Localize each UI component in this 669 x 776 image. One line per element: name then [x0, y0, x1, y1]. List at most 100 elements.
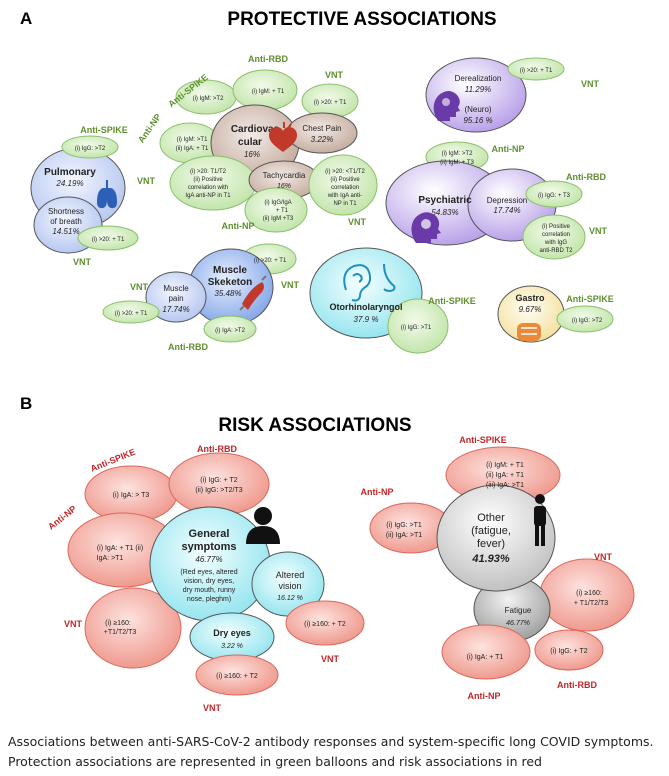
- muscle-label-1: Muscle: [213, 265, 247, 276]
- psych-label: Psychiatric: [418, 195, 472, 206]
- balloon-fat-np: [441, 624, 531, 680]
- oto-pct: 37.9 %: [354, 315, 379, 324]
- depr-vnt-text-2: correlation: [542, 232, 570, 238]
- gastro-pct: 9.67%: [519, 305, 542, 314]
- oth-np-text-1: (i) IgG: >T1: [386, 522, 422, 529]
- panel-a-title: PROTECTIVE ASSOCIATIONS: [227, 9, 496, 30]
- balloon-cardio-vnt: [169, 155, 257, 211]
- general-title-1: General: [189, 528, 230, 540]
- sob-pct: 14.51%: [52, 227, 79, 236]
- balloon-gastro-spike: [556, 305, 614, 333]
- general-title-2: symptoms: [181, 541, 236, 553]
- tachy-np-text-3: (ii) IgM +T3: [263, 216, 294, 222]
- oto-spike-text: (i) IgG: >T1: [401, 325, 432, 331]
- cardio-label-2: cular: [238, 137, 262, 148]
- tachy-vnt-text-5: NP in T1: [333, 201, 357, 207]
- label-anti-rbd-muscle: Anti-RBD: [168, 342, 208, 352]
- label-vnt-dereal: VNT: [581, 79, 600, 89]
- pulmonary-cluster: Pulmonary 24.19% Shortness of breath 14.…: [30, 125, 156, 267]
- chest-label: Chest Pain: [302, 124, 341, 133]
- label-vnt-muscle-left: VNT: [130, 282, 149, 292]
- label-vnt-pulm2: VNT: [73, 257, 92, 267]
- muscle-pain-circle: [145, 271, 207, 323]
- tachy-vnt-text-4: with IgA anti-: [327, 193, 362, 199]
- general-cluster: (i) IgA: > T3 (i) IgG: + T2 (ii) IgG: >T…: [46, 444, 365, 713]
- gastro-label: Gastro: [515, 293, 545, 303]
- balloon-pulm-vnt: [77, 225, 139, 251]
- psych-np-text-2: (ii) IgM: + T3: [440, 160, 474, 166]
- person-standing-icon: [534, 494, 546, 546]
- label-vnt-chest: VNT: [325, 70, 344, 80]
- cardio-label-1: Cardiovas: [231, 124, 280, 135]
- muscle-vnt-text: (i) >20: + T1: [254, 258, 287, 264]
- other-circle: [436, 484, 556, 592]
- chest-vnt-text: (i) >20: + T1: [314, 100, 347, 106]
- depr-vnt-text-4: anti-RBD T2: [540, 248, 574, 254]
- dereal-label: Derealization: [455, 74, 502, 83]
- depr-rbd-text: (i) IgG: + T3: [538, 193, 571, 199]
- neuro-sub: (Neuro): [464, 105, 491, 114]
- label-anti-rbd-gen: Anti-RBD: [197, 444, 237, 454]
- label-vnt-dry: VNT: [203, 703, 222, 713]
- balloon-dry-vnt: [195, 654, 279, 696]
- cardio-np-text-2: (ii) IgA: + T1: [176, 146, 209, 152]
- alt-vnt-text: (i) ≥160: + T2: [304, 621, 346, 628]
- neuro-cluster: Derealization 11.29% (Neuro) 95.16 % (i)…: [385, 57, 608, 260]
- fatigue-pct: 46.77%: [506, 620, 530, 627]
- label-anti-np-oth: Anti-NP: [361, 487, 394, 497]
- gastro-spike-text: (i) IgG: >T2: [572, 318, 603, 324]
- cardio-cluster: Cardiovas cular 16% Chest Pain 3.22% Tac…: [136, 54, 378, 233]
- label-anti-spike-pulm: Anti-SPIKE: [80, 125, 128, 135]
- label-vnt-depr: VNT: [589, 226, 608, 236]
- label-vnt-tachy: VNT: [348, 217, 367, 227]
- general-desc-2: vision, dry eyes,: [184, 578, 234, 585]
- balloon-gen-vnt: [84, 587, 182, 669]
- gen-vnt-text-2: +T1/T2/T3: [104, 629, 137, 636]
- label-vnt-alt: VNT: [321, 654, 340, 664]
- balloon-fat-rbd: [534, 629, 604, 671]
- nose-icon: [383, 263, 396, 293]
- tachy-vnt-text-1: (i) >20: <T1/T2: [325, 169, 365, 175]
- balloon-dereal-vnt: [507, 57, 565, 81]
- oth-spike-text-3: (iii) IgA: >T1: [486, 482, 524, 489]
- other-label-1: Other: [477, 512, 505, 524]
- fat-rbd-text: (i) IgG: + T2: [550, 648, 588, 655]
- label-vnt-fat: VNT: [594, 552, 613, 562]
- gastro-cluster: Gastro 9.67% (i) IgG: >T2 Anti-SPIKE: [497, 285, 614, 343]
- label-anti-rbd-cardio: Anti-RBD: [248, 54, 288, 64]
- other-cluster: (i) IgM: + T1 (ii) IgA: + T1 (iii) IgA: …: [361, 435, 635, 701]
- label-anti-spike-oth: Anti-SPIKE: [459, 435, 507, 445]
- musclepain-pct: 17.74%: [162, 305, 189, 314]
- altered-label-1: Altered: [276, 570, 305, 580]
- balloon-pulm-igg: [61, 135, 119, 159]
- psych-pct: 54.83%: [431, 208, 458, 217]
- muscle-pct: 35.48%: [214, 289, 241, 298]
- pulm-igg-text: (i) IgG: >T2: [75, 146, 106, 152]
- musclepain-label-2: pain: [168, 294, 183, 303]
- tachy-label: Tachycardia: [263, 171, 306, 180]
- chest-pct: 3.22%: [311, 135, 334, 144]
- psych-np-text-1: (i) IgM: >T2: [442, 151, 474, 157]
- balloon-oto-spike: [387, 298, 449, 354]
- tachy-pct: 16%: [277, 183, 291, 190]
- cardio-np-text-1: (i) IgM: >T1: [177, 137, 209, 143]
- cardio-vnt-text-4: IgA anti-NP in T1: [185, 193, 231, 199]
- balloon-depr-vnt: [522, 214, 586, 260]
- balloon-tachy-np: [244, 187, 308, 233]
- general-pct: 46.77%: [195, 555, 222, 564]
- general-desc-3: dry mouth, runny: [183, 587, 236, 594]
- dryeyes-label: Dry eyes: [213, 628, 251, 638]
- panel-b-title: RISK ASSOCIATIONS: [218, 415, 411, 436]
- oth-spike-text-2: (ii) IgA: + T1: [486, 472, 524, 479]
- pulm-vnt-text: (i) >20: + T1: [92, 237, 125, 243]
- depr-vnt-text-1: (i) Positive: [542, 224, 571, 230]
- label-anti-np-psych: Anti-NP: [492, 144, 525, 154]
- label-anti-spike-oto: Anti-SPIKE: [428, 296, 476, 306]
- oto-cluster: Otorhinolaryngol 37.9 % (i) IgG: >T1 Ant…: [309, 247, 476, 354]
- label-anti-np-gen: Anti-NP: [46, 504, 78, 532]
- gen-rbd-text-2: (ii) IgG: >T2/T3: [195, 487, 242, 494]
- dereal-pct: 11.29%: [465, 85, 492, 94]
- gen-spike-text: (i) IgA: > T3: [113, 492, 150, 499]
- musclepain-vnt-text: (i) >20: + T1: [115, 311, 148, 317]
- person-icon-general: [246, 507, 280, 544]
